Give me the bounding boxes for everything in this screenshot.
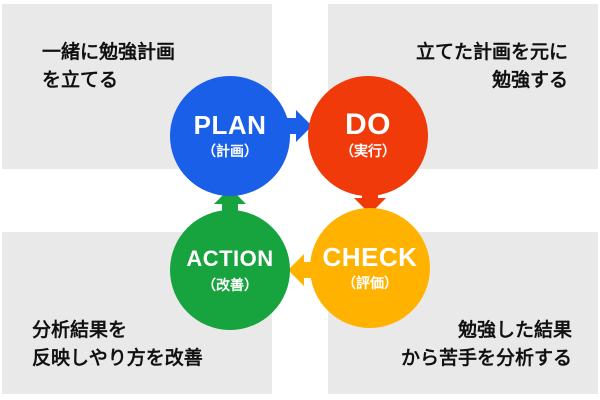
do-subtitle: （実行） [340,144,396,160]
plan-description: 一緒に勉強計画 を立てる [42,38,175,94]
check-subtitle: （評価） [342,276,398,292]
do-circle: DO （実行） [308,76,428,196]
check-description: 勉強した結果 から苦手を分析する [401,316,572,372]
check-description-line-1: 勉強した結果 [457,319,572,341]
action-subtitle: （改善） [202,278,258,294]
plan-subtitle: （計画） [202,144,258,160]
plan-title: PLAN [193,110,267,140]
action-description: 分析結果を 反映しやり方を改善 [32,316,203,372]
plan-circle: PLAN （計画） [170,76,290,196]
arrow-do-to-check [354,190,386,214]
check-description-line-2: から苦手を分析する [400,347,572,369]
plan-description-line-1: 一緒に勉強計画 [42,41,176,63]
do-description-line-1: 立てた計画を元に [415,41,568,63]
check-title: CHECK [322,242,418,272]
action-description-line-2: 反映しやり方を改善 [32,347,203,369]
check-circle: CHECK （評価） [310,208,430,328]
action-description-line-1: 分析結果を [32,319,128,341]
do-title: DO [345,108,391,141]
action-circle: ACTION （改善） [170,210,290,330]
do-description-line-2: 勉強する [491,69,568,91]
arrow-action-to-plan [214,188,246,212]
action-title: ACTION [186,246,274,271]
plan-description-line-2: を立てる [42,69,119,91]
do-description: 立てた計画を元に 勉強する [416,38,568,94]
